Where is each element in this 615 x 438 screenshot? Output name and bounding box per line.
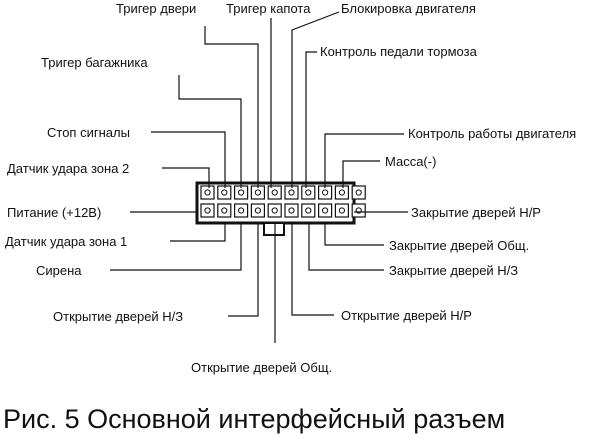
wire-ground bbox=[342, 160, 380, 188]
connector-pin-contact bbox=[355, 189, 362, 196]
label-stop-lights: Стоп сигналы bbox=[47, 125, 130, 140]
connector-pin-contact bbox=[221, 207, 228, 214]
wire-trigger-trunk bbox=[178, 75, 242, 188]
connector-pin-contact bbox=[322, 207, 329, 214]
label-shock-zone2: Датчик удара зона 2 bbox=[7, 161, 129, 176]
label-close-common: Закрытие дверей Общ. bbox=[389, 238, 529, 253]
label-brake-pedal: Контроль педали тормоза bbox=[320, 44, 478, 59]
connector-pin-contact bbox=[338, 207, 345, 214]
connector-pin-cell bbox=[217, 185, 232, 200]
wire-siren bbox=[110, 223, 242, 271]
connector-pin-contact bbox=[305, 189, 312, 196]
connector-pin-cell bbox=[250, 203, 265, 218]
connector-pin-cell bbox=[334, 185, 349, 200]
connector-pin-cell bbox=[234, 203, 249, 218]
connector-key-latch bbox=[263, 222, 285, 236]
wire-close-nc bbox=[308, 223, 384, 271]
connector-pin-contact bbox=[238, 189, 245, 196]
wire-engine-lock bbox=[291, 11, 340, 188]
label-close-no: Закрытие дверей Н/Р bbox=[411, 205, 541, 220]
wire-shock-zone2 bbox=[162, 167, 210, 188]
label-power: Питание (+12В) bbox=[7, 205, 101, 220]
connector-pin-cell bbox=[351, 185, 366, 200]
wire-shock-zone1 bbox=[170, 223, 226, 242]
connector-pin-contact bbox=[271, 189, 278, 196]
connector-pin-contact bbox=[338, 189, 345, 196]
label-trigger-door: Тригер двери bbox=[116, 1, 196, 16]
label-open-no: Открытие дверей Н/Р bbox=[341, 308, 472, 323]
connector-pin-contact bbox=[288, 207, 295, 214]
connector-pins bbox=[200, 185, 366, 218]
figure-caption: Рис. 5 Основной интерфейсный разъем bbox=[3, 404, 505, 434]
connector-pin-contact bbox=[238, 207, 245, 214]
label-ground: Масса(-) bbox=[385, 154, 436, 169]
wire-open-nc bbox=[228, 223, 259, 317]
wiring-lines bbox=[110, 11, 408, 343]
connector-pin-contact bbox=[254, 189, 261, 196]
connector-pin-cell bbox=[284, 203, 299, 218]
connector-pin-cell bbox=[267, 203, 282, 218]
connector-pin-cell bbox=[301, 185, 316, 200]
connector-pin-contact bbox=[305, 207, 312, 214]
connector-pin-cell bbox=[301, 203, 316, 218]
wire-open-no bbox=[291, 223, 334, 316]
connector-pin-cell bbox=[334, 203, 349, 218]
wire-engine-run bbox=[324, 133, 404, 188]
label-shock-zone1: Датчик удара зона 1 bbox=[5, 234, 127, 249]
connector-pin-contact bbox=[221, 189, 228, 196]
label-siren: Сирена bbox=[36, 263, 82, 278]
wire-stop-lights bbox=[151, 131, 226, 188]
connector-pin-cell bbox=[200, 185, 215, 200]
connector-pin-contact bbox=[204, 189, 211, 196]
wire-trigger-door bbox=[204, 26, 259, 188]
wire-brake-pedal bbox=[305, 51, 317, 188]
connector-pin-contact bbox=[322, 189, 329, 196]
label-open-nc: Открытие дверей Н/З bbox=[53, 309, 183, 324]
connector-pin-contact bbox=[271, 207, 278, 214]
connector-pin-cell bbox=[318, 203, 333, 218]
connector-pin-contact bbox=[355, 207, 362, 214]
label-trigger-trunk: Тригер багажника bbox=[41, 55, 148, 70]
connector-pin-cell bbox=[351, 203, 366, 218]
connector-pin-cell bbox=[267, 185, 282, 200]
label-engine-run: Контроль работы двигателя bbox=[408, 126, 576, 141]
connector-pin-contact bbox=[204, 207, 211, 214]
label-trigger-hood: Тригер капота bbox=[226, 1, 311, 16]
wire-close-common bbox=[324, 223, 384, 246]
connector-pin-cell bbox=[200, 203, 215, 218]
connector-pin-contact bbox=[288, 189, 295, 196]
label-engine-lock: Блокировка двигателя bbox=[341, 1, 476, 16]
connector-pin-contact bbox=[254, 207, 261, 214]
label-close-nc: Закрытие дверей Н/З bbox=[389, 263, 518, 278]
label-open-common: Открытие дверей Общ. bbox=[191, 360, 332, 375]
connector-pin-cell bbox=[217, 203, 232, 218]
